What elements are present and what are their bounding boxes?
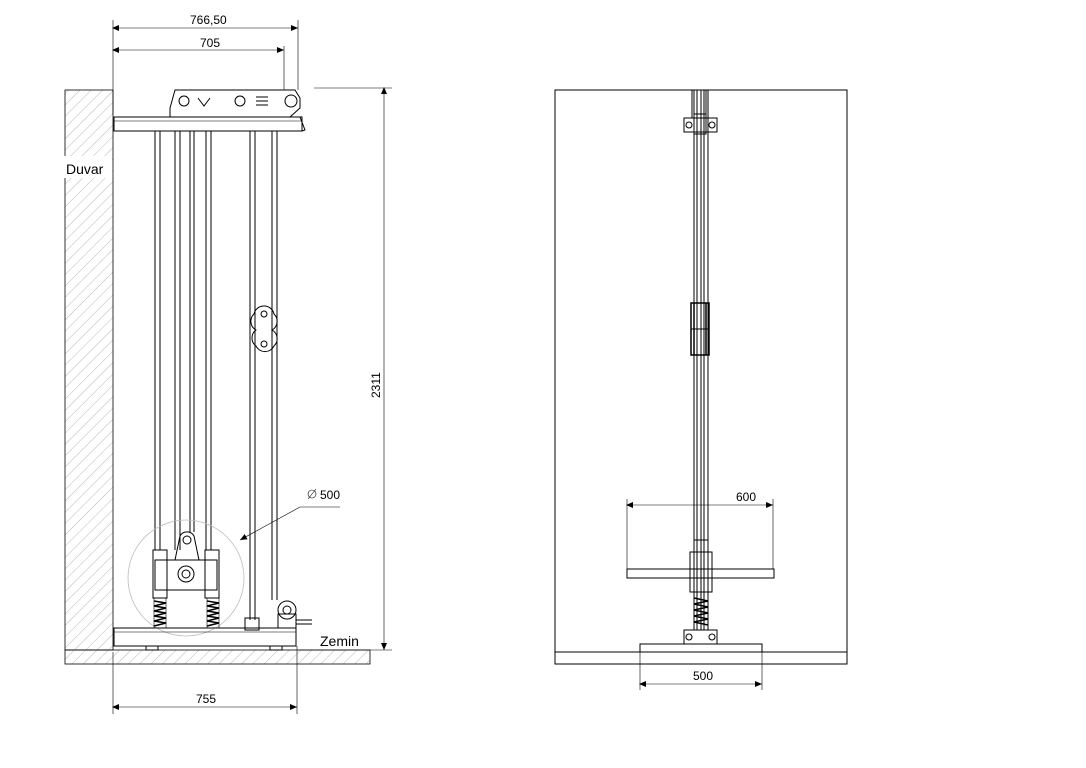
floor bbox=[64, 649, 371, 665]
top-beam bbox=[113, 116, 303, 132]
svg-text:500: 500 bbox=[693, 669, 713, 683]
front-spring bbox=[693, 597, 709, 626]
motion-circle bbox=[127, 519, 245, 637]
right-spring bbox=[206, 597, 220, 629]
front-view: 600 500 bbox=[554, 89, 848, 690]
wall bbox=[60, 89, 114, 651]
svg-text:500: 500 bbox=[320, 488, 340, 502]
dim-height: 2311 bbox=[300, 87, 392, 651]
svg-text:2311: 2311 bbox=[369, 372, 383, 398]
front-handle-bar bbox=[626, 539, 775, 593]
side-view: Duvar Zemin bbox=[60, 13, 392, 714]
front-top-bracket bbox=[683, 89, 718, 135]
floating-pulley bbox=[250, 305, 278, 353]
base-plate bbox=[113, 617, 297, 651]
dim-circle-diameter: 500 bbox=[239, 488, 340, 541]
svg-text:766,50: 766,50 bbox=[190, 13, 227, 27]
weight-carriage bbox=[152, 531, 220, 599]
top-pulley-bracket bbox=[169, 89, 306, 132]
column bbox=[693, 90, 709, 630]
dim-frame-depth: 705 bbox=[112, 36, 285, 90]
front-bottom-bracket bbox=[683, 629, 718, 645]
dim-total-depth: 766,50 bbox=[112, 13, 299, 114]
front-base-plate bbox=[639, 643, 763, 653]
svg-text:705: 705 bbox=[200, 36, 220, 50]
left-spring bbox=[153, 597, 167, 629]
dim-base-depth: 755 bbox=[112, 646, 298, 714]
floor-label: Zemin bbox=[320, 633, 359, 649]
front-middle-pulley bbox=[690, 302, 710, 356]
guide-rods bbox=[154, 131, 278, 620]
svg-text:755: 755 bbox=[196, 692, 216, 706]
bottom-pulley bbox=[277, 600, 312, 629]
dim-base-width: 500 bbox=[639, 652, 763, 690]
svg-text:600: 600 bbox=[736, 490, 756, 504]
wall-label: Duvar bbox=[66, 161, 104, 177]
dim-handle-width: 600 bbox=[626, 490, 774, 569]
